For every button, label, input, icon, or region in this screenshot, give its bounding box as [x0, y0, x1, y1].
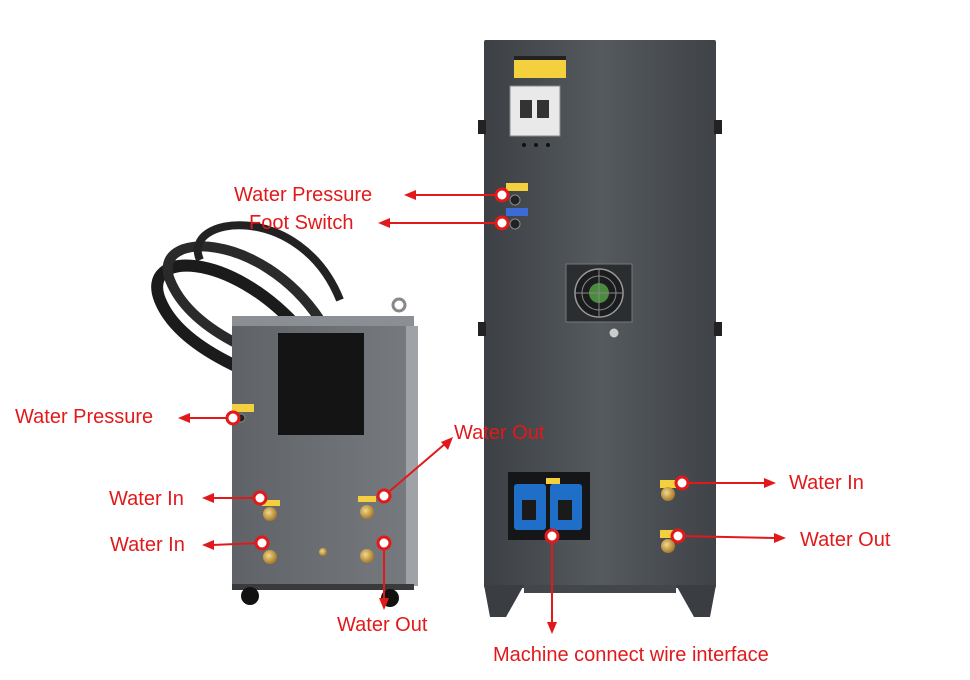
- label-machine-connect: Machine connect wire interface: [493, 644, 769, 666]
- label-water-pressure-small: Water Pressure: [15, 406, 154, 428]
- label-water-out-small-top: Water Out: [454, 422, 545, 444]
- cooling-fan: [565, 263, 633, 323]
- circuit-breaker: [509, 85, 561, 137]
- label-water-in-small-bottom: Water In: [110, 534, 185, 556]
- warning-label: [514, 56, 566, 78]
- label-water-out-small-bottom: Water Out: [337, 614, 428, 636]
- label-foot-switch: Foot Switch: [249, 212, 354, 234]
- label-water-in-small-top: Water In: [109, 488, 184, 510]
- tall-cabinet: [478, 40, 722, 617]
- small-unit: [151, 221, 418, 607]
- label-water-pressure-tall: Water Pressure: [234, 184, 373, 206]
- label-water-out-tall: Water Out: [800, 529, 891, 551]
- annotation-arrows: [178, 187, 786, 634]
- label-water-in-tall: Water In: [789, 472, 864, 494]
